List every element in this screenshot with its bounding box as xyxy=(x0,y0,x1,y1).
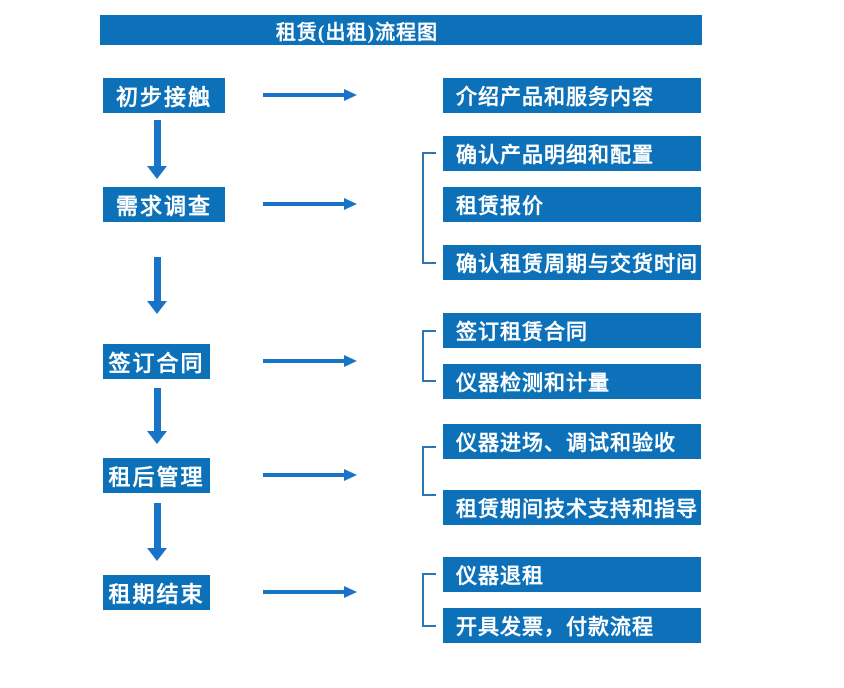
down-arrow-4 xyxy=(147,503,168,561)
right-arrow-3 xyxy=(263,355,357,367)
down-arrow-1 xyxy=(147,120,168,179)
stage-box-contract-signing: 签订合同 xyxy=(103,344,210,379)
right-arrow-shaft xyxy=(263,93,345,97)
right-arrow-head xyxy=(344,586,357,598)
detail-box-rental-quote: 租赁报价 xyxy=(443,187,701,222)
right-arrow-shaft xyxy=(263,359,345,363)
down-arrow-head xyxy=(147,548,167,561)
right-arrow-shaft xyxy=(263,590,345,594)
detail-box-confirm-period-delivery: 确认租赁周期与交货时间 xyxy=(443,245,701,280)
right-arrow-head xyxy=(344,198,357,210)
right-arrow-shaft xyxy=(263,202,345,206)
down-arrow-3 xyxy=(147,388,168,444)
detail-box-instrument-return: 仪器退租 xyxy=(443,557,701,592)
detail-box-instrument-entry-acceptance: 仪器进场、调试和验收 xyxy=(443,424,701,459)
stage-box-rental-end: 租期结束 xyxy=(103,575,210,610)
right-arrow-head xyxy=(344,469,357,481)
down-arrow-head xyxy=(147,431,167,444)
detail-box-confirm-product-config: 确认产品明细和配置 xyxy=(443,136,701,171)
down-arrow-2 xyxy=(147,257,168,314)
detail-box-instrument-testing: 仪器检测和计量 xyxy=(443,364,701,399)
detail-box-sign-rental-contract: 签订租赁合同 xyxy=(443,313,701,348)
group-bracket-post-rental xyxy=(422,446,436,496)
down-arrow-shaft xyxy=(154,257,161,302)
stage-box-demand-survey: 需求调查 xyxy=(103,187,225,222)
down-arrow-head xyxy=(147,166,167,179)
group-bracket-contract-signing xyxy=(422,330,436,382)
right-arrow-head xyxy=(344,89,357,101)
down-arrow-head xyxy=(147,301,167,314)
right-arrow-shaft xyxy=(263,473,345,477)
group-bracket-demand-survey xyxy=(422,152,436,264)
right-arrow-5 xyxy=(263,586,357,598)
detail-box-invoice-payment: 开具发票，付款流程 xyxy=(443,608,701,643)
down-arrow-shaft xyxy=(154,503,161,549)
stage-box-post-rental-management: 租后管理 xyxy=(103,458,210,493)
flowchart-title: 租赁(出租)流程图 xyxy=(100,15,702,45)
stage-box-initial-contact: 初步接触 xyxy=(103,78,225,113)
group-bracket-rental-end xyxy=(422,573,436,627)
right-arrow-2 xyxy=(263,198,357,210)
right-arrow-4 xyxy=(263,469,357,481)
down-arrow-shaft xyxy=(154,120,161,167)
right-arrow-1 xyxy=(263,89,357,101)
down-arrow-shaft xyxy=(154,388,161,432)
right-arrow-head xyxy=(344,355,357,367)
detail-box-intro-products: 介绍产品和服务内容 xyxy=(443,78,701,113)
detail-box-tech-support: 租赁期间技术支持和指导 xyxy=(443,490,701,525)
